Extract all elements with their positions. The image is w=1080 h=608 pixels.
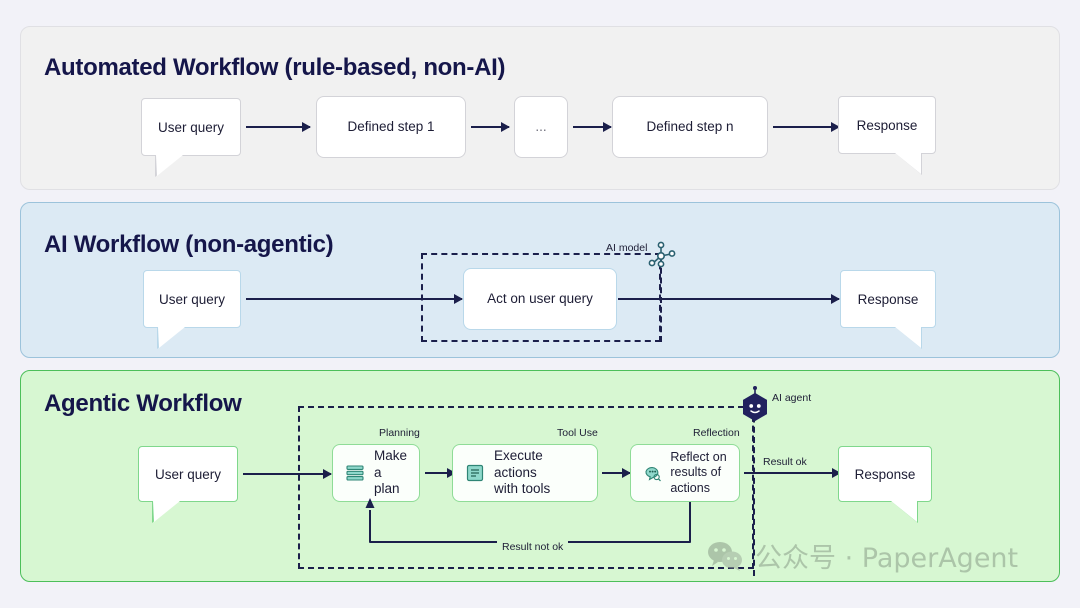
bubble-label: User query xyxy=(157,119,225,135)
step-caption-reflection: Reflection xyxy=(693,427,740,439)
bubble-response-automated: Response xyxy=(838,96,936,175)
arrow-automated-3 xyxy=(573,122,612,132)
watermark: 公众号 · PaperAgent xyxy=(706,536,1018,575)
node-label: ... xyxy=(535,118,547,134)
bubble-response-agentic: Response xyxy=(838,446,932,523)
step-caption-planning: Planning xyxy=(379,427,420,439)
step-caption-tool-use: Tool Use xyxy=(557,427,598,439)
bubble-label: Response xyxy=(856,117,918,133)
edge-label-result-ok: Result ok xyxy=(763,456,807,468)
bubble-user-query-ai: User query xyxy=(143,270,241,349)
panel-title-automated: Automated Workflow (rule-based, non-AI) xyxy=(44,54,506,81)
bubble-label: Response xyxy=(854,466,916,482)
wechat-logo-icon xyxy=(708,541,742,571)
node-label: Defined step n xyxy=(646,118,734,134)
node-ellipsis-step: ... xyxy=(514,96,568,158)
node-act-on-user-query: Act on user query xyxy=(463,268,617,330)
ai-agent-hexagon-robot-icon xyxy=(743,386,767,422)
bubble-response-ai: Response xyxy=(840,270,936,349)
watermark-text: 公众号 · PaperAgent xyxy=(755,543,1019,574)
arrow-automated-2 xyxy=(471,122,510,132)
arrow-agentic-2 xyxy=(425,468,456,478)
arrow-result-ok xyxy=(744,468,841,478)
panel-title-agentic: Agentic Workflow xyxy=(44,390,242,417)
document-lines-icon xyxy=(466,464,484,482)
panel-title-ai-workflow: AI Workflow (non-agentic) xyxy=(44,231,334,258)
node-label: Defined step 1 xyxy=(347,118,435,134)
arrow-automated-4 xyxy=(773,122,840,132)
bubble-label: Response xyxy=(857,291,919,307)
ai-agent-label: AI agent xyxy=(772,392,812,404)
arrow-ai-2 xyxy=(618,294,840,304)
arrow-agentic-3 xyxy=(602,468,631,478)
arrow-agentic-1 xyxy=(243,469,332,479)
node-defined-step-1: Defined step 1 xyxy=(316,96,466,158)
ai-model-boundary-divider xyxy=(660,258,662,342)
ai-model-node-graph-icon xyxy=(648,241,676,268)
ai-agent-boundary-divider xyxy=(753,396,755,576)
bubble-user-query-automated: User query xyxy=(141,98,241,177)
node-defined-step-n: Defined step n xyxy=(612,96,768,158)
ai-model-label: AI model xyxy=(606,242,648,254)
arrow-ai-1 xyxy=(246,294,463,304)
layers-stack-icon xyxy=(346,465,364,481)
edge-label-result-not-ok: Result not ok xyxy=(497,541,569,553)
bubble-user-query-agentic: User query xyxy=(138,446,238,523)
node-label: Act on user query xyxy=(487,290,593,306)
arrow-automated-1 xyxy=(246,122,311,132)
speech-bubble-dots-icon xyxy=(645,467,662,482)
bubble-label: User query xyxy=(154,466,222,482)
bubble-label: User query xyxy=(158,291,226,307)
